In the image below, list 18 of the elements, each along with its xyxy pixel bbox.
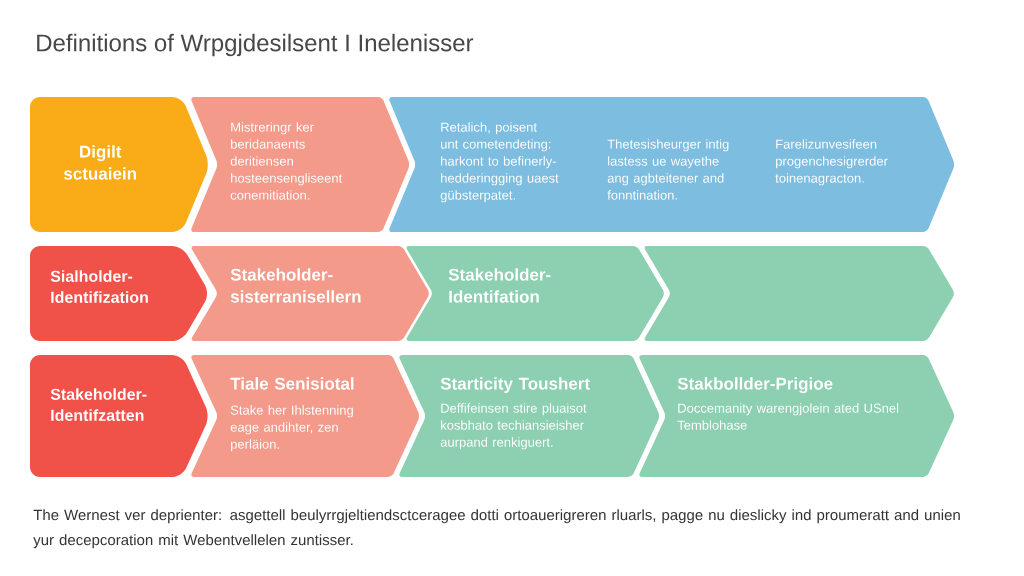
node-label: Deffifeinsen stire pluaisot kosbhato techiansieisher aurpand renkiguert. [440,403,587,450]
chevron-step: Mistreringr ker beridanaents deritiensen hosteensengliseent conemitiation. [191,97,410,232]
chevron-shape [644,246,954,341]
chevron-step: Starticity Toushert Deffifeinsen stire pluaisot kosbhato techiansieisher aurpand renkiguert. [399,355,660,477]
title: Definitions of Wrpgjdesilsent I Inelenisser [37,33,474,57]
caption: The Wernest ver deprienter: asgettell beulyrrgjeltiendsctceragee dotti ortoauerigreren rluarls, pagge nu dieslicky ind proumeratt and unien yur decepcoration mit Webentvellelen zuntisser. [33,509,960,549]
chevron-step: Tiale Senisiotal Stake her Ihlstenning eage andihter, zen perläion. [191,355,420,477]
node-label: Doccemanity warengjolein ated USnel Temblohase [677,403,899,430]
node-label: Stakbollder-Prigioe [677,377,833,394]
node-label: Starticity Toushert [440,377,590,394]
chevron-step: Stakeholder- sisterranisellern [191,246,429,341]
chevron-step: Stakeholder- Identifation [406,246,664,341]
node-label: Stakeholder- Identifation [448,268,551,303]
chevron-step: Retalich, poisent unt cometendeting: harkont to befinerly- hedderingging uaest gübsterpatet. Thetesisheurger intig lastess ue wayethe ang agbteitener and fonntination. Farelizunvesifeen progenchesigrerder toinenagracton. [389,97,955,232]
chevron-step: Digilt sctuaiein [30,97,208,232]
chevron-step: Sialholder- Identifization [30,246,208,341]
chevron-step: Stakeholder- Identifzatten [30,355,208,477]
chevron-step: Stakbollder-Prigioe Doccemanity warengjolein ated USnel Temblohase [639,355,955,477]
